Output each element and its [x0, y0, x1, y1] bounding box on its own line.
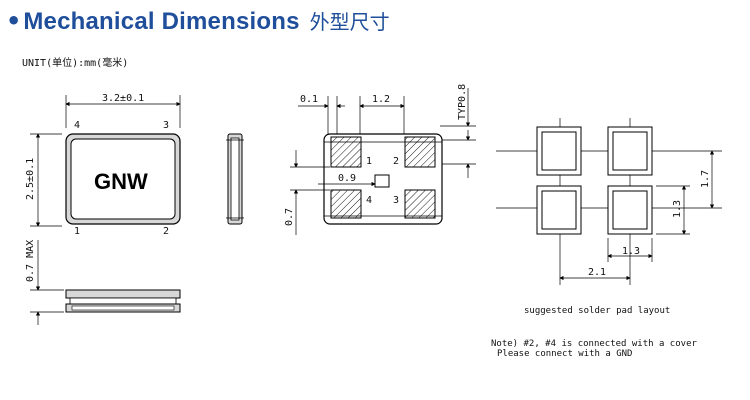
page-title-cn: 外型尺寸	[309, 10, 390, 34]
bottom-side-dim: 0.7	[284, 208, 295, 226]
pad-3-label: 3	[393, 195, 399, 206]
bottom-pad-gap-dim: 1.2	[372, 94, 390, 105]
title-row: • Mechanical Dimensions 外型尺寸	[6, 6, 390, 46]
top-view: 3.2±0.1 2.5±0.1 GNW 4 3 1 2	[25, 93, 181, 237]
side-height-dim: 0.7 MAX	[25, 240, 36, 282]
title-bullet: •	[6, 7, 22, 35]
width-dim: 3.2±0.1	[102, 93, 144, 104]
pad-1-label: 1	[366, 156, 372, 167]
height-dim: 2.5±0.1	[25, 158, 36, 200]
pad-1-shape	[330, 136, 362, 168]
bottom-view: 0.1 1.2 TYP0.8 1 2 4 3 0.9 0.7	[284, 84, 476, 235]
pin-2-label: 2	[163, 226, 169, 237]
solder-caption: suggested solder pad layout	[524, 306, 670, 316]
pin-4-label: 4	[74, 120, 80, 131]
solder-inner-w-dim: 1.3	[622, 246, 640, 257]
solder-width-dim: 2.1	[588, 267, 606, 278]
bottom-pad-height-dim: TYP0.8	[457, 84, 468, 120]
side-view: 0.7 MAX	[25, 240, 181, 325]
unit-label: UNIT(单位):mm(毫米)	[22, 58, 129, 69]
solder-pad-layout: 1.7 1.3 1.3 2.1 suggested solder pad lay…	[496, 118, 722, 316]
pin-3-label: 3	[163, 120, 169, 131]
page-title: Mechanical Dimensions	[23, 8, 300, 35]
note-line-1: Note) #2, #4 is connected with a cover	[491, 339, 697, 349]
note: Note) #2, #4 is connected with a cover P…	[491, 339, 697, 359]
bottom-center-dim: 0.9	[338, 173, 356, 184]
center-mark	[374, 174, 390, 188]
pad-2-label: 2	[393, 156, 399, 167]
pad-2-shape	[404, 136, 436, 168]
crystal-lid	[70, 138, 176, 220]
pin-1-label: 1	[74, 226, 80, 237]
pad-4-shape	[330, 189, 362, 219]
side-view-vertical	[226, 133, 244, 225]
pad-4-label: 4	[366, 195, 372, 206]
bottom-edge-dim: 0.1	[300, 94, 318, 105]
solder-height-dim: 1.7	[700, 170, 711, 188]
solder-inner-dim: 1.3	[672, 200, 683, 218]
note-line-2: Please connect with a GND	[497, 349, 632, 359]
brand-marking: GNW	[94, 169, 148, 194]
pad-3-shape	[404, 189, 436, 219]
